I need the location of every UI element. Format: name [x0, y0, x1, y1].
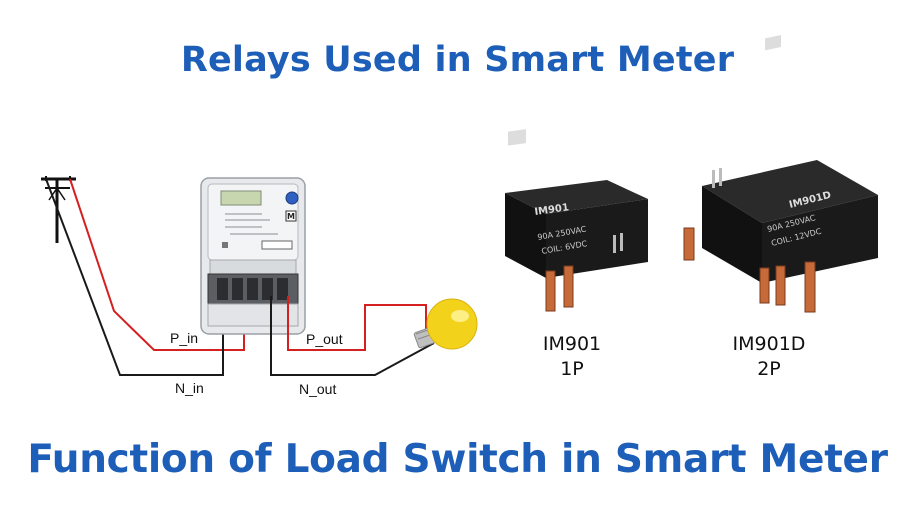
phase-out-wire [287, 296, 427, 351]
footer-title: Function of Load Switch in Smart Meter [27, 437, 888, 482]
page-title: Relays Used in Smart Meter [180, 40, 735, 80]
wire-label-p-out: P_out [306, 331, 343, 347]
relay-poles: 1P [560, 358, 584, 380]
smart-meter-icon: M [200, 177, 306, 335]
relay-im901d-icon: IM901D 90A 250VAC COIL: 12VDC [683, 34, 878, 313]
wire-label-p-in: P_in [170, 330, 199, 346]
wire-label-n-in: N_in [175, 380, 204, 396]
svg-text:IM901: IM901 [534, 202, 570, 218]
neutral-in-wire [45, 178, 224, 376]
svg-text:M: M [287, 212, 295, 221]
relay-model: IM901 [542, 333, 602, 355]
wire-label-n-out: N_out [299, 381, 337, 397]
neutral-out-wire [270, 296, 435, 376]
relay-label-im901: IM901 1P [522, 332, 622, 382]
light-bulb-icon [413, 298, 478, 350]
relay-model: IM901D [732, 333, 806, 355]
relay-label-im901d: IM901D 2P [719, 332, 819, 382]
relay-poles: 2P [757, 358, 781, 380]
relay-im901-icon: IM901 90A 250VAC COIL: 6VDC [505, 129, 648, 312]
